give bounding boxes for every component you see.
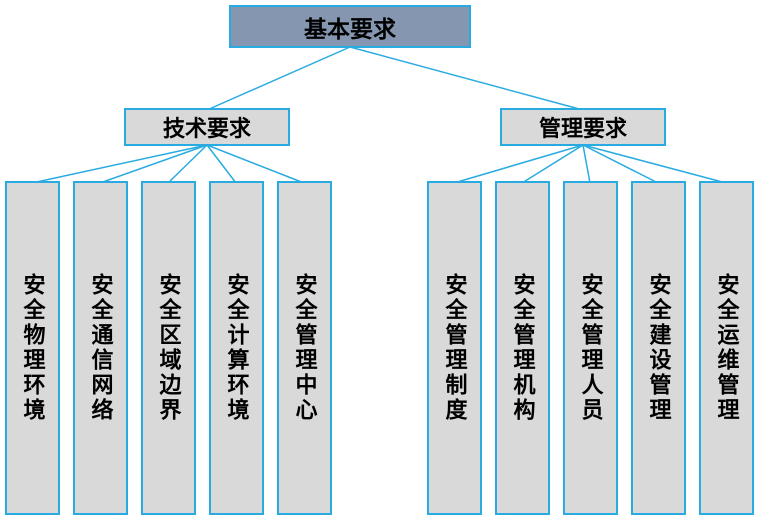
leaf-node-label: 安全管理中心 (292, 273, 318, 423)
leaf-node-label: 安全管理人员 (578, 273, 604, 423)
branch-node-label: 管理要求 (538, 116, 627, 141)
leaf-node-label: 安全通信网络 (88, 273, 114, 423)
branch-node-management-requirements: 管理要求 (500, 108, 666, 146)
root-node-basic-requirements: 基本要求 (229, 5, 471, 48)
branch-node-label: 技术要求 (162, 116, 251, 141)
leaf-node-computing-environment: 安全计算环境 (209, 181, 264, 515)
leaf-node-physical-environment: 安全物理环境 (5, 181, 60, 515)
branch-node-technical-requirements: 技术要求 (124, 108, 290, 146)
leaf-node-construction-management: 安全建设管理 (631, 181, 686, 515)
leaf-node-label: 安全管理机构 (510, 273, 536, 423)
leaf-node-label: 安全物理环境 (20, 273, 46, 423)
root-node-label: 基本要求 (304, 15, 396, 42)
leaf-node-communication-network: 安全通信网络 (73, 181, 128, 515)
leaf-node-management-organization: 安全管理机构 (495, 181, 550, 515)
leaf-node-label: 安全建设管理 (646, 273, 672, 423)
leaf-node-area-boundary: 安全区域边界 (141, 181, 196, 515)
leaf-node-label: 安全运维管理 (714, 273, 740, 423)
leaf-node-operations-management: 安全运维管理 (699, 181, 754, 515)
leaf-node-label: 安全管理制度 (442, 273, 468, 423)
leaf-node-management-system: 安全管理制度 (427, 181, 482, 515)
leaf-node-label: 安全区域边界 (156, 273, 182, 423)
leaf-node-management-center: 安全管理中心 (277, 181, 332, 515)
leaf-node-label: 安全计算环境 (224, 273, 250, 423)
leaf-node-management-personnel: 安全管理人员 (563, 181, 618, 515)
